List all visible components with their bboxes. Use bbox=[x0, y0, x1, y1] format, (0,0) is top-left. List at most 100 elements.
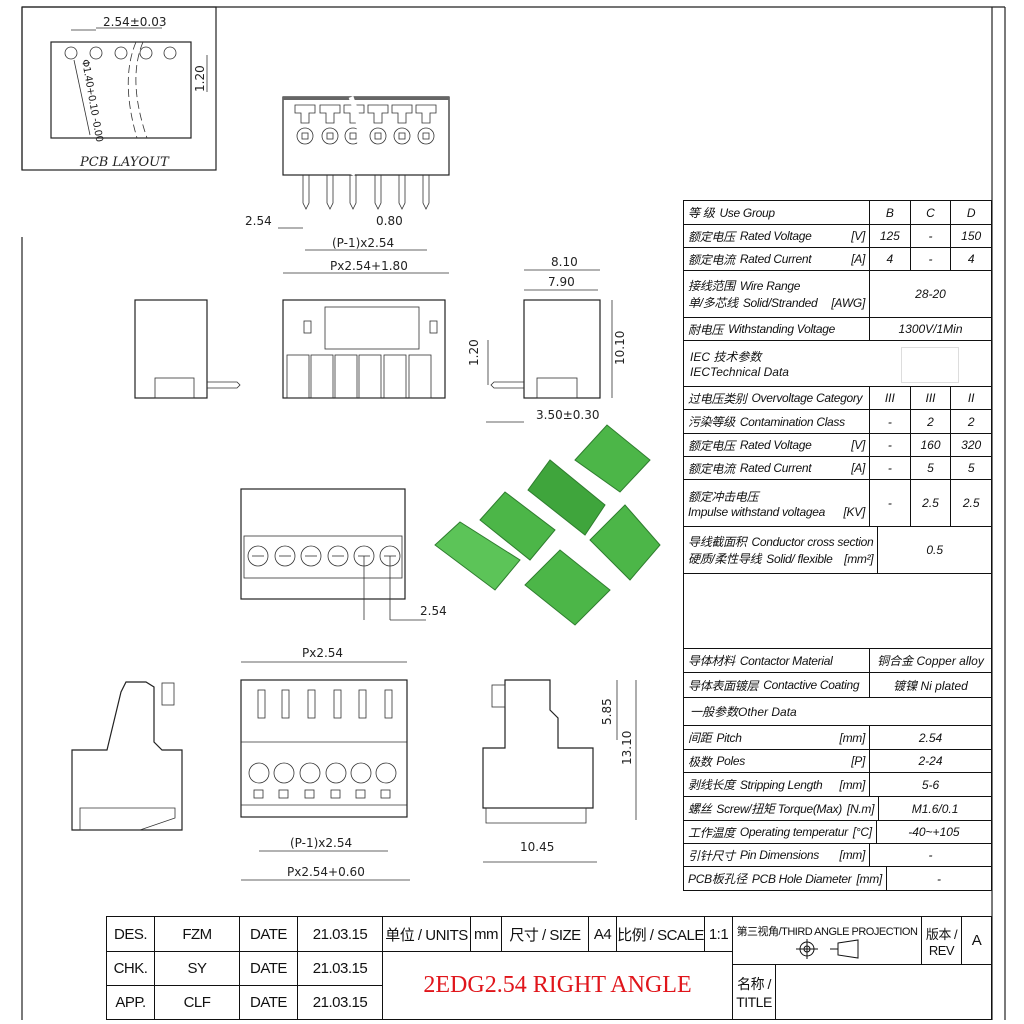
spec-label-cn: 螺丝 bbox=[688, 802, 712, 816]
spec-value: - bbox=[870, 410, 911, 433]
spec-label-cn: IEC 技术参数 bbox=[690, 350, 762, 364]
spec-label-en: Conductor cross section bbox=[751, 534, 874, 549]
spec-label-cn: 导体材料 bbox=[688, 654, 735, 668]
spec-label-cn: 剥线长度 bbox=[688, 778, 735, 792]
spec-label-cn: 导体表面镀层 bbox=[688, 678, 759, 693]
spec-label-en: Screw/扭矩 Torque(Max) bbox=[716, 802, 842, 816]
date-label: DATE bbox=[239, 916, 298, 952]
spec-row: 极数 Poles [P] 2-24 bbox=[684, 750, 991, 773]
spec-value: 2.54 bbox=[918, 730, 943, 745]
spec-label-en: Impulse withstand voltagea bbox=[688, 504, 825, 519]
spec-label-en: Poles bbox=[716, 754, 745, 768]
spec-label-en: Contactive Coating bbox=[763, 678, 860, 692]
spec-label-cn: PCB板孔径 bbox=[688, 872, 747, 886]
spec-label-en: Contactor Material bbox=[739, 653, 833, 668]
spec-value: 4 bbox=[967, 252, 975, 266]
spec-value: - bbox=[911, 248, 952, 270]
front-span-dim: (P-1)x2.54 bbox=[290, 836, 352, 850]
projection-label: 第三视角/THIRD ANGLE PROJECTION bbox=[736, 925, 918, 938]
spec-label: 过电压类别 Overvoltage Category bbox=[684, 387, 870, 409]
approver: CLF bbox=[154, 985, 240, 1020]
third-angle-projection-icon bbox=[796, 938, 859, 959]
spec-label: 极数 Poles [P] bbox=[684, 750, 870, 772]
spec-label-en: Rated Current bbox=[739, 252, 812, 266]
projection-cell: 第三视角/THIRD ANGLE PROJECTION bbox=[732, 916, 922, 965]
date-label: DATE bbox=[239, 985, 298, 1020]
spec-unit: [mm] bbox=[839, 777, 866, 792]
spec-value: M1.6/0.1 bbox=[911, 801, 959, 816]
spec-value: B bbox=[870, 201, 911, 224]
units-label: 单位 / UNITS bbox=[382, 916, 471, 952]
date-app: 21.03.15 bbox=[297, 985, 383, 1020]
spec-value: D bbox=[966, 205, 976, 220]
spec-label-en: Technical Data bbox=[710, 365, 789, 379]
spec-label-cn: 额定电流 bbox=[688, 461, 735, 476]
spec-value: 2.5 bbox=[962, 496, 980, 510]
spec-row: 一般参数Other Data bbox=[684, 698, 991, 726]
blank-box bbox=[901, 347, 959, 383]
spec-unit: [P] bbox=[851, 754, 865, 768]
pcb-pitch-dim: 2.54±0.03 bbox=[103, 15, 167, 29]
side-height-upper-dim: 5.85 bbox=[600, 698, 614, 725]
spec-value: 2 bbox=[911, 410, 952, 433]
spec-value: 2.5 bbox=[911, 480, 952, 526]
chk-label: CHK. bbox=[106, 951, 155, 986]
side-height-total-dim: 13.10 bbox=[620, 731, 634, 765]
spec-unit: [KV] bbox=[843, 504, 866, 519]
spec-label-cn: 额定电压 bbox=[688, 229, 735, 244]
spec-label-en: Contamination Class bbox=[739, 414, 845, 429]
spec-value: 320 bbox=[961, 438, 982, 452]
spec-label: 污染等级 Contamination Class bbox=[684, 410, 870, 433]
spec-value: 1300V/1Min bbox=[898, 322, 963, 336]
spec-label-en: Solid/ flexible bbox=[766, 551, 833, 566]
date-des: 21.03.15 bbox=[297, 916, 383, 952]
spec-label-cn: 单/多芯线 bbox=[688, 296, 738, 310]
side-depth-dim: 10.45 bbox=[520, 840, 554, 854]
spec-label-cn: 极数 bbox=[688, 754, 712, 769]
spec-value: - bbox=[928, 848, 933, 862]
spec-label: 导体材料 Contactor Material bbox=[684, 649, 870, 672]
designer: FZM bbox=[154, 916, 240, 952]
front-top-dim: Px2.54 bbox=[302, 646, 343, 660]
spec-value: 2-24 bbox=[918, 754, 943, 768]
side-width-inner-dim: 7.90 bbox=[548, 275, 575, 289]
spec-label: 一般参数Other Data bbox=[684, 698, 991, 725]
spec-label-cn: 导线截面积 bbox=[688, 535, 747, 549]
spec-label-en: Overvoltage Category bbox=[751, 391, 863, 405]
plug-front-view: 2.54 bbox=[240, 488, 447, 621]
spec-label-cn: 等 级 bbox=[688, 206, 715, 220]
spec-label-cn: 过电压类别 bbox=[688, 391, 747, 406]
des-label: DES. bbox=[106, 916, 155, 952]
spec-label-cn: 污染等级 bbox=[688, 415, 735, 429]
spec-value: 5-6 bbox=[921, 777, 940, 792]
spec-label-cn: 引针尺寸 bbox=[688, 848, 735, 863]
checker: SY bbox=[154, 951, 240, 986]
spec-label-cn: 一般参数 bbox=[690, 705, 739, 719]
rev-value: A bbox=[961, 916, 992, 965]
rev-label: 版本 / REV bbox=[921, 916, 962, 965]
spec-label-en: Other Data bbox=[738, 705, 797, 719]
spec-unit: [A] bbox=[851, 461, 865, 475]
app-label: APP. bbox=[106, 985, 155, 1020]
spec-label-en: Withstanding Voltage bbox=[728, 322, 835, 336]
pcb-layout-label: PCB LAYOUT bbox=[79, 155, 170, 170]
spec-label: 导体表面镀层 Contactive Coating bbox=[684, 673, 870, 697]
spec-unit: [mm] bbox=[839, 848, 866, 862]
